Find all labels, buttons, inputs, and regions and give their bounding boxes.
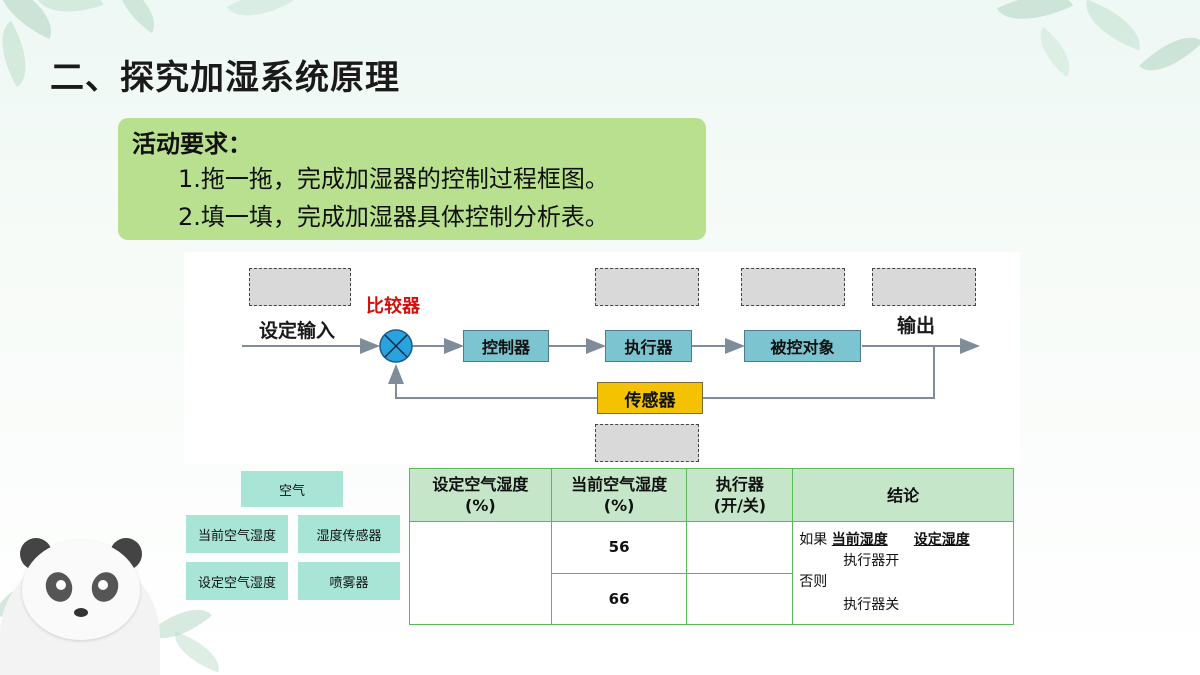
actuator-block: 执行器: [605, 330, 692, 362]
requirements-heading: 活动要求：: [132, 130, 252, 158]
comparator-label: 比较器: [366, 296, 420, 317]
table-row: 56 如果 当前湿度设定湿度 执行器开 否则 执行器关: [409, 521, 1014, 625]
drop-slot-actuator[interactable]: [595, 268, 699, 306]
page-title: 二、探究加湿系统原理: [50, 58, 400, 98]
table-header-row: 设定空气湿度 (%) 当前空气湿度 (%) 执行器 (开/关) 结论: [409, 468, 1014, 522]
cell-conclusion: 如果 当前湿度设定湿度 执行器开 否则 执行器关: [792, 521, 1014, 625]
table-row: 66: [410, 572, 1014, 625]
drag-tile-current-humidity[interactable]: 当前空气湿度: [186, 515, 288, 553]
header-current-humidity: 当前空气湿度 (%): [550, 468, 688, 522]
activity-requirements-box: 活动要求： 1.拖一拖，完成加湿器的控制过程框图。 2.填一填，完成加湿器具体控…: [118, 118, 706, 240]
header-conclusion: 结论: [792, 468, 1014, 522]
drag-tile-sprayer[interactable]: 喷雾器: [298, 562, 400, 600]
drag-tile-air[interactable]: 空气: [241, 471, 343, 507]
requirement-item: 2.填一填，完成加湿器具体控制分析表。: [178, 203, 609, 231]
comparator-symbol: [379, 329, 413, 363]
cell-actuator-state[interactable]: [686, 572, 794, 625]
header-set-humidity: 设定空气湿度 (%): [409, 468, 552, 522]
input-label: 设定输入: [259, 320, 336, 342]
controller-block: 控制器: [463, 330, 549, 362]
cell-actuator-state[interactable]: [686, 521, 794, 574]
cell-current-humidity: 56: [550, 521, 688, 574]
header-actuator: 执行器 (开/关): [686, 468, 794, 522]
drag-tile-set-humidity[interactable]: 设定空气湿度: [186, 562, 288, 600]
requirement-item: 1.拖一拖，完成加湿器的控制过程框图。: [178, 165, 609, 193]
sensor-block: 传感器: [597, 382, 703, 414]
drop-slot-output[interactable]: [872, 268, 976, 306]
drop-slot-controlled-object[interactable]: [741, 268, 845, 306]
control-analysis-table: 设定空气湿度 (%) 当前空气湿度 (%) 执行器 (开/关) 结论 56 如果…: [409, 468, 1014, 625]
output-label: 输出: [897, 315, 936, 337]
drop-slot-input[interactable]: [249, 268, 351, 306]
cell-set-humidity[interactable]: [409, 521, 552, 625]
drag-tile-humidity-sensor[interactable]: 湿度传感器: [298, 515, 400, 553]
cell-current-humidity: 66: [550, 572, 688, 625]
drop-slot-sensor[interactable]: [595, 424, 699, 462]
controlled-object-block: 被控对象: [744, 330, 861, 362]
